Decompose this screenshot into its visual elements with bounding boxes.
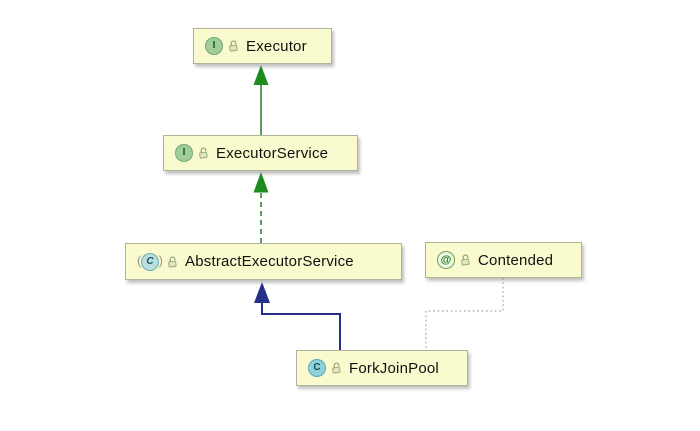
edge-implements-executorservice[interactable] <box>253 172 269 243</box>
lock-icon <box>332 362 341 374</box>
class-icon: C <box>308 359 326 377</box>
edge-extends-abstractexecutorservice[interactable] <box>254 282 341 350</box>
annotation-icon: @ <box>437 251 455 269</box>
node-label: Executor <box>246 37 307 55</box>
node-label: Contended <box>478 251 554 269</box>
class-node-forkjoinpool[interactable]: C ForkJoinPool <box>296 350 468 386</box>
node-label: AbstractExecutorService <box>185 253 354 270</box>
edge-extends-executor[interactable] <box>253 65 269 135</box>
interface-icon: I <box>205 37 223 55</box>
node-label: ExecutorService <box>216 144 329 162</box>
class-node-executor[interactable]: I Executor <box>193 28 332 64</box>
lock-icon <box>461 254 470 266</box>
class-node-abstractexecutorservice[interactable]: C AbstractExecutorService <box>125 243 402 280</box>
lock-icon <box>168 256 177 268</box>
edge-annotation-contended[interactable] <box>425 278 504 350</box>
class-node-executorservice[interactable]: I ExecutorService <box>163 135 358 171</box>
lock-icon <box>229 40 238 52</box>
interface-icon: I <box>175 144 193 162</box>
abstract-class-icon: C <box>137 252 163 271</box>
class-node-contended[interactable]: @ Contended <box>425 242 582 278</box>
node-label: ForkJoinPool <box>349 359 439 377</box>
lock-icon <box>199 147 208 159</box>
